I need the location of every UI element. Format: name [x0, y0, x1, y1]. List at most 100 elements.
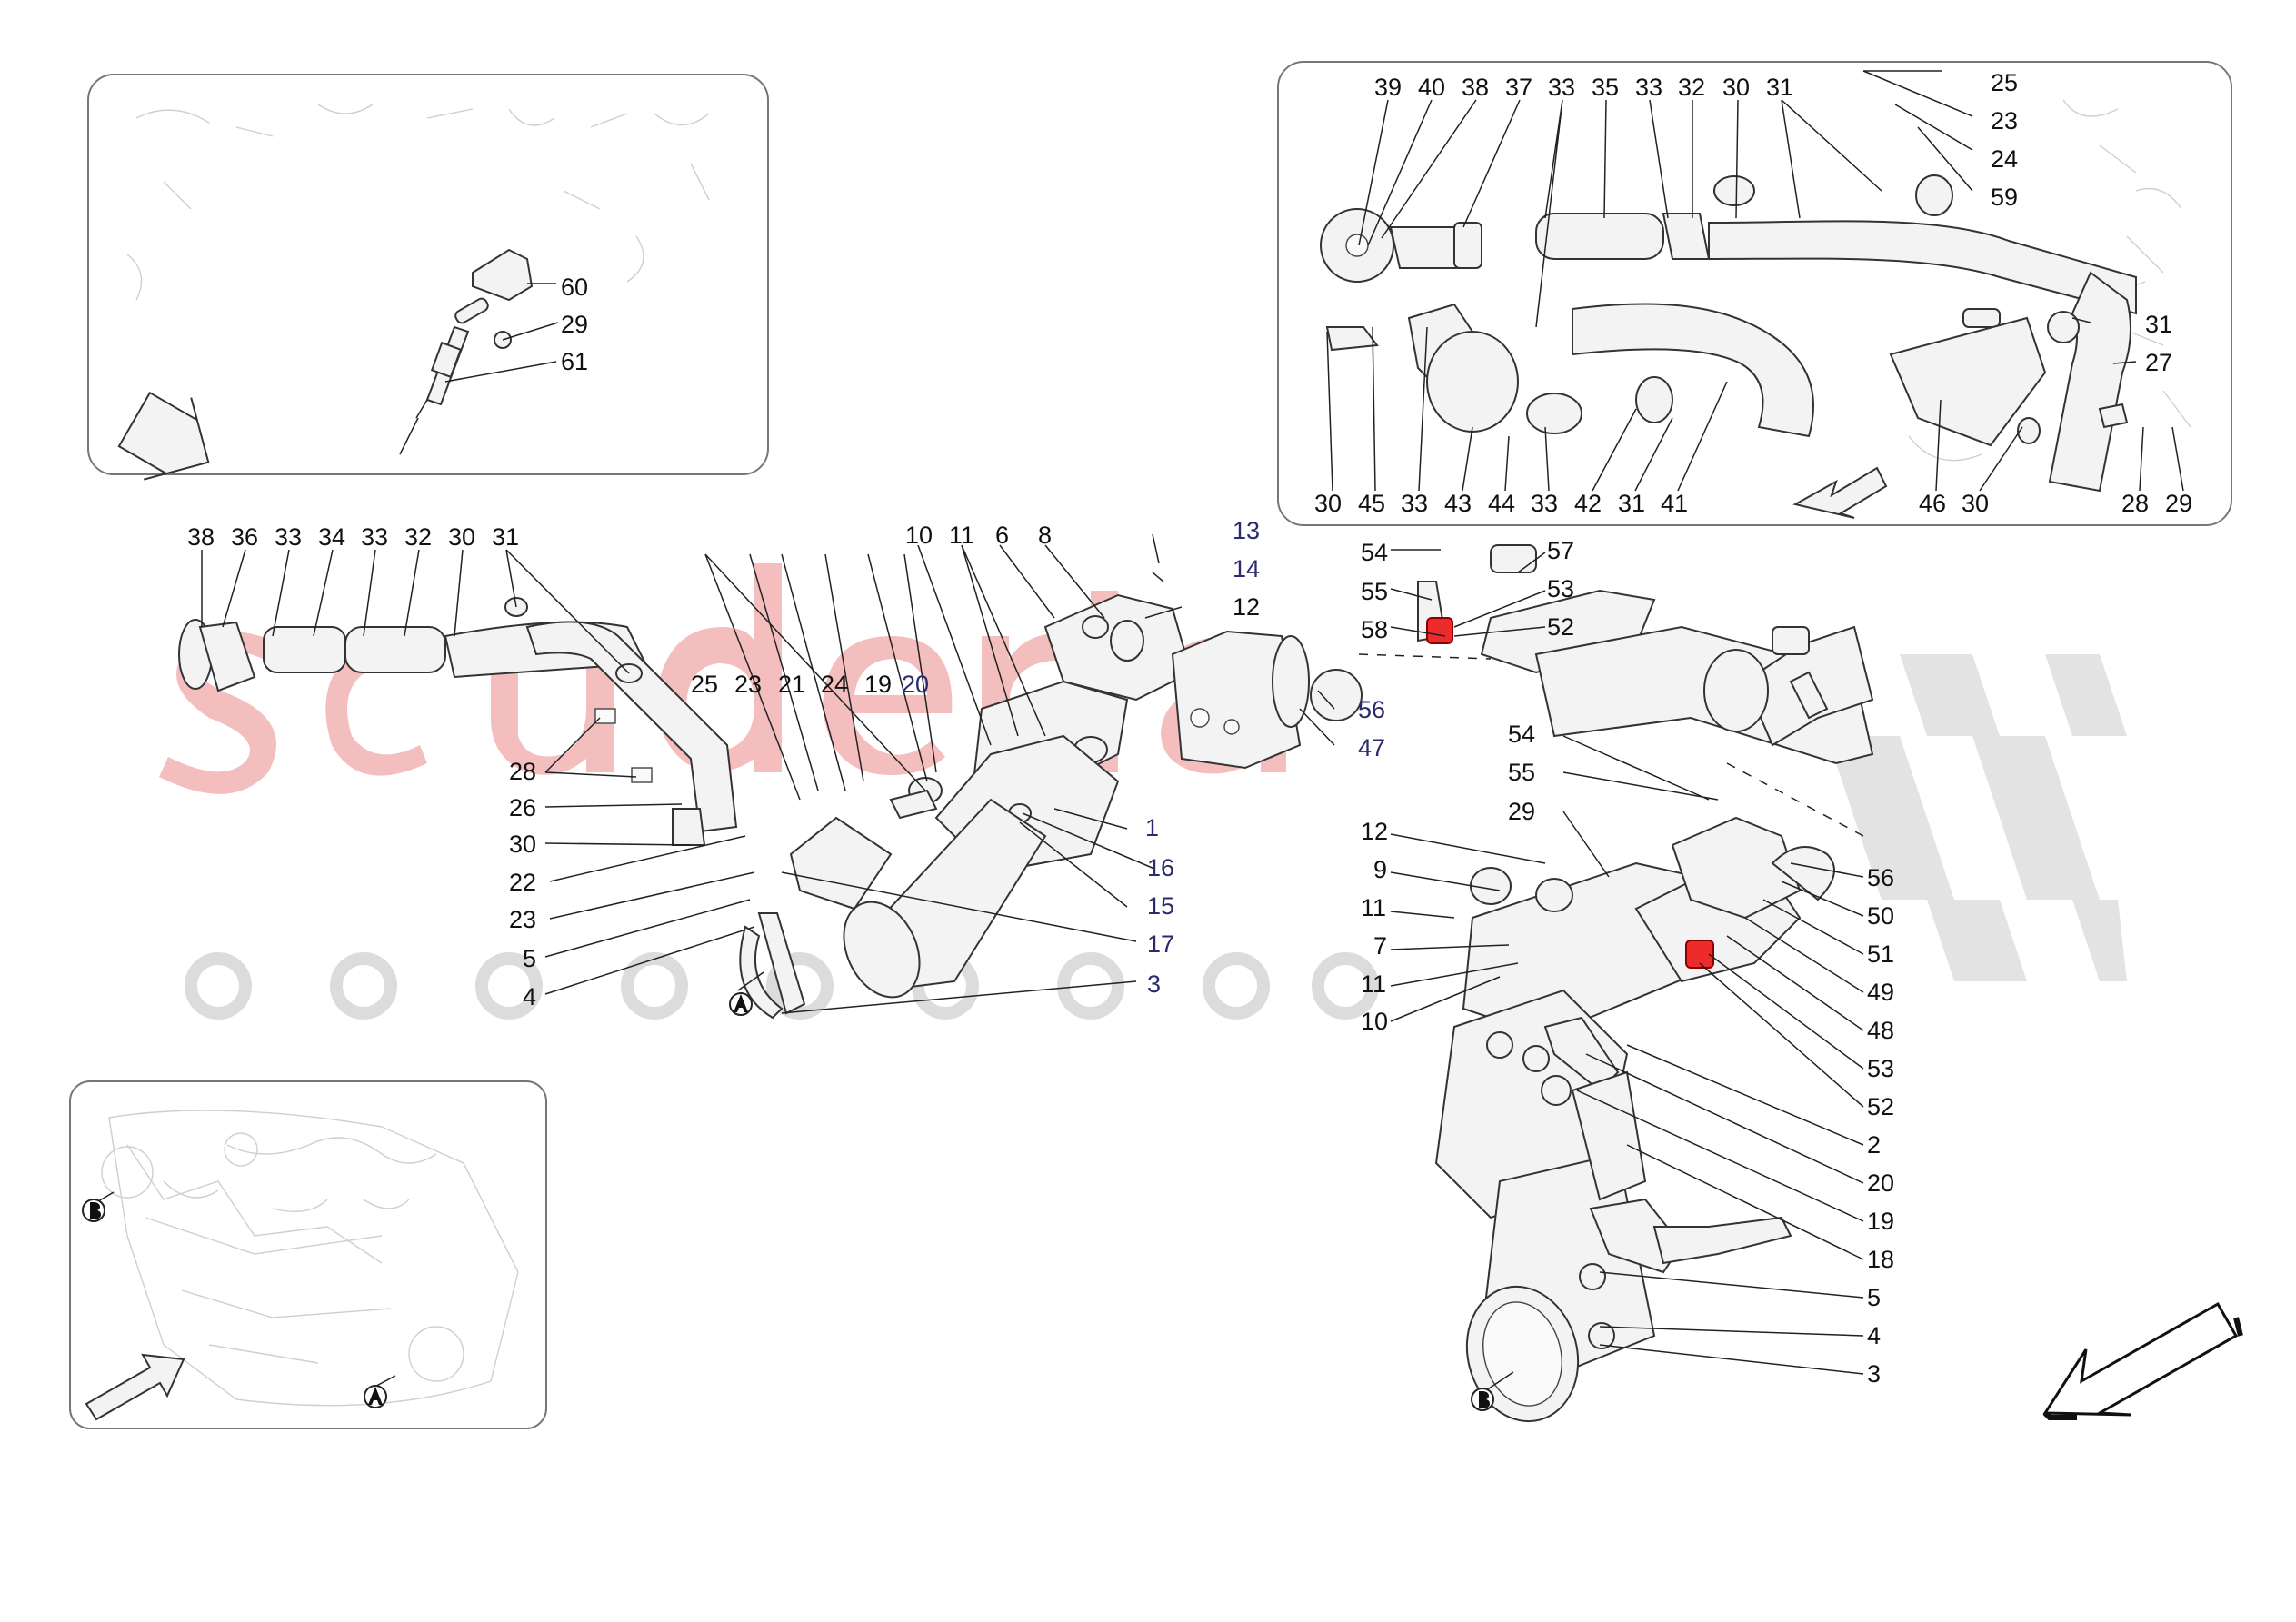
callout-11: 11	[1361, 970, 1386, 998]
callout-30: 30	[1722, 74, 1750, 101]
intake-hose-assembly	[178, 597, 738, 846]
callout-30: 30	[1314, 490, 1342, 517]
direction-arrow-icon	[85, 1353, 185, 1421]
engine-overview-panel	[69, 1080, 547, 1429]
callout-10: 10	[1361, 1008, 1388, 1035]
callout-26: 26	[509, 794, 536, 821]
callout-50: 50	[1867, 902, 1894, 930]
callout-16: 16	[1147, 854, 1174, 881]
callout-24: 24	[821, 671, 848, 698]
callout-24: 24	[1991, 145, 2018, 173]
leader-lines	[444, 283, 559, 383]
heat-shield-upper	[1417, 544, 1874, 765]
callout-21: 21	[778, 671, 805, 698]
callout-31: 31	[1766, 74, 1793, 101]
callout-1: 1	[1145, 814, 1159, 841]
callout-27: 27	[2145, 349, 2172, 376]
ring-clamp-a	[739, 912, 806, 1020]
callout-59: 59	[1991, 184, 2018, 211]
oxygen-sensor-assembly	[399, 248, 534, 455]
callout-35: 35	[1592, 74, 1619, 101]
callout-36: 36	[231, 523, 258, 551]
callout-52: 52	[1547, 613, 1574, 641]
callout-17: 17	[1147, 930, 1174, 958]
callout-31: 31	[2145, 311, 2172, 338]
callout-25: 25	[691, 671, 718, 698]
orientation-arrow-icon	[2042, 1301, 2243, 1420]
callout-23: 23	[734, 671, 762, 698]
callout-51: 51	[1867, 940, 1894, 968]
callout-54: 54	[1361, 539, 1388, 566]
callout-30: 30	[1962, 490, 1989, 517]
callout-49: 49	[1867, 979, 1894, 1006]
callout-5: 5	[1867, 1284, 1881, 1311]
callout-19: 19	[864, 671, 892, 698]
callout-10: 10	[905, 522, 933, 549]
callout-45: 45	[1358, 490, 1385, 517]
scribble-background	[126, 104, 710, 301]
callout-57: 57	[1547, 537, 1574, 564]
callout-31: 31	[1618, 490, 1645, 517]
callout-33: 33	[361, 523, 388, 551]
callout-3: 3	[1147, 970, 1161, 998]
engine-sketch	[101, 1110, 519, 1407]
sensor-detail-panel: 60 29 61	[87, 74, 769, 481]
callout-32: 32	[1678, 74, 1705, 101]
callout-28: 28	[2121, 490, 2149, 517]
callout-53: 53	[1867, 1055, 1894, 1082]
rubber-mount-highlight	[1685, 940, 1714, 969]
callout-11: 11	[1361, 894, 1386, 921]
callout-4: 4	[523, 983, 536, 1010]
direction-arrow-icon	[1792, 466, 1888, 519]
marker-b	[82, 1191, 115, 1222]
callout-58: 58	[1361, 616, 1388, 643]
callout-56: 56	[1358, 696, 1385, 723]
catalytic-converter-right	[1434, 816, 1835, 1423]
callout-38: 38	[1462, 74, 1489, 101]
callout-43: 43	[1444, 490, 1472, 517]
callout-33: 33	[1635, 74, 1662, 101]
callout-6: 6	[995, 522, 1009, 549]
callout-56: 56	[1867, 864, 1894, 891]
callout-40: 40	[1418, 74, 1445, 101]
callout-14: 14	[1233, 555, 1260, 582]
callout-29: 29	[2165, 490, 2192, 517]
callout-31: 31	[492, 523, 519, 551]
callout-46: 46	[1919, 490, 1946, 517]
callout-12: 12	[1361, 818, 1388, 845]
callout-30: 30	[448, 523, 475, 551]
leader-lines	[1358, 549, 1864, 1375]
callout-19: 19	[1867, 1208, 1894, 1235]
callout-52: 52	[1867, 1093, 1894, 1120]
callout-61: 61	[561, 348, 588, 375]
callout-23: 23	[1991, 107, 2018, 134]
callout-18: 18	[1867, 1246, 1894, 1273]
callout-38: 38	[187, 523, 215, 551]
callout-60: 60	[561, 274, 588, 301]
callout-30: 30	[509, 831, 536, 858]
callout-5: 5	[523, 945, 536, 972]
callout-8: 8	[1038, 522, 1052, 549]
callout-2: 2	[1867, 1131, 1881, 1159]
callout-20: 20	[902, 671, 929, 698]
callout-41: 41	[1661, 490, 1688, 517]
callout-53: 53	[1547, 575, 1574, 602]
marker-b	[1471, 1371, 1514, 1411]
callout-39: 39	[1374, 74, 1402, 101]
callout-33: 33	[1548, 74, 1575, 101]
callout-47: 47	[1358, 734, 1385, 761]
callout-15: 15	[1147, 892, 1174, 920]
leader-lines	[1326, 70, 2184, 492]
callout-42: 42	[1574, 490, 1602, 517]
callout-37: 37	[1505, 74, 1532, 101]
callout-29: 29	[1508, 798, 1535, 825]
callout-55: 55	[1361, 578, 1388, 605]
callout-4: 4	[1867, 1322, 1881, 1349]
callout-48: 48	[1867, 1017, 1894, 1044]
marker-a	[729, 971, 764, 1016]
callout-33: 33	[1531, 490, 1558, 517]
callout-12: 12	[1233, 593, 1260, 621]
callout-9: 9	[1373, 856, 1387, 883]
intake-upper-assembly	[1320, 174, 2137, 493]
